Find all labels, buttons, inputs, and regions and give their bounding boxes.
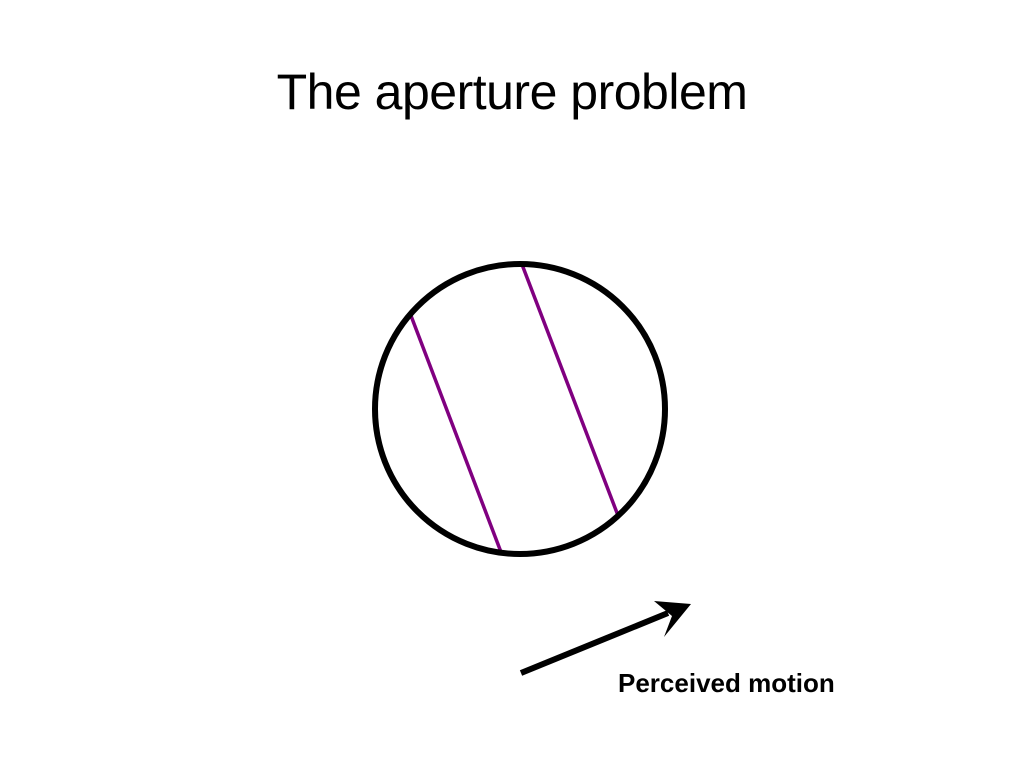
aperture-circle [372, 261, 668, 557]
arrow-shaft [519, 610, 670, 676]
aperture-interior [403, 266, 624, 552]
slide-title: The aperture problem [276, 64, 748, 120]
motion-arrow [519, 601, 691, 676]
moving-line-right [516, 266, 624, 527]
arrowhead-icon [654, 601, 691, 637]
perceived-motion-label: Perceived motion [618, 668, 835, 698]
moving-line-left [403, 299, 506, 552]
